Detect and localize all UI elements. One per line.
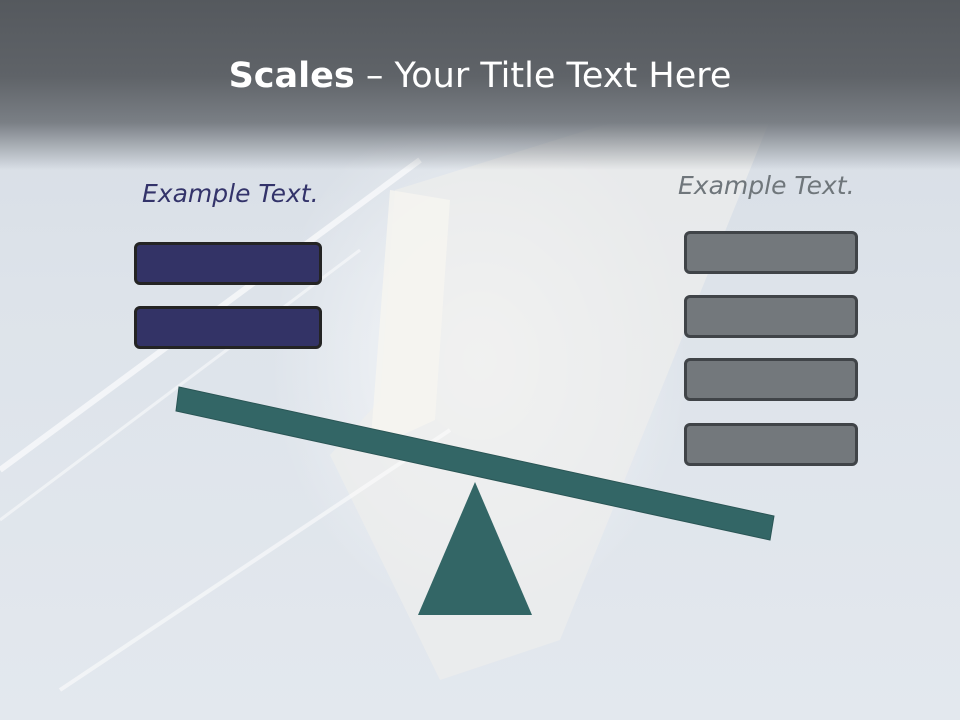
left-caption: Example Text.	[142, 179, 319, 208]
slide-title: Scales – Your Title Text Here	[0, 52, 960, 100]
scale-fulcrum	[418, 482, 532, 615]
right-caption: Example Text.	[678, 171, 855, 200]
right-text-box[interactable]	[684, 358, 858, 401]
slide-title-bold: Scales	[228, 56, 355, 96]
slide-title-text: Your Title Text Here	[394, 56, 732, 96]
scale-beam	[175, 386, 775, 541]
slide-title-separator: –	[354, 56, 395, 96]
background-jet-wing	[370, 190, 450, 450]
right-text-box[interactable]	[684, 295, 858, 338]
background-contrail	[0, 248, 361, 522]
right-text-box[interactable]	[684, 231, 858, 274]
background-contrail	[58, 428, 452, 692]
left-text-box[interactable]	[134, 306, 322, 349]
right-text-box[interactable]	[684, 423, 858, 466]
header-band	[0, 0, 960, 170]
left-text-box[interactable]	[134, 242, 322, 285]
